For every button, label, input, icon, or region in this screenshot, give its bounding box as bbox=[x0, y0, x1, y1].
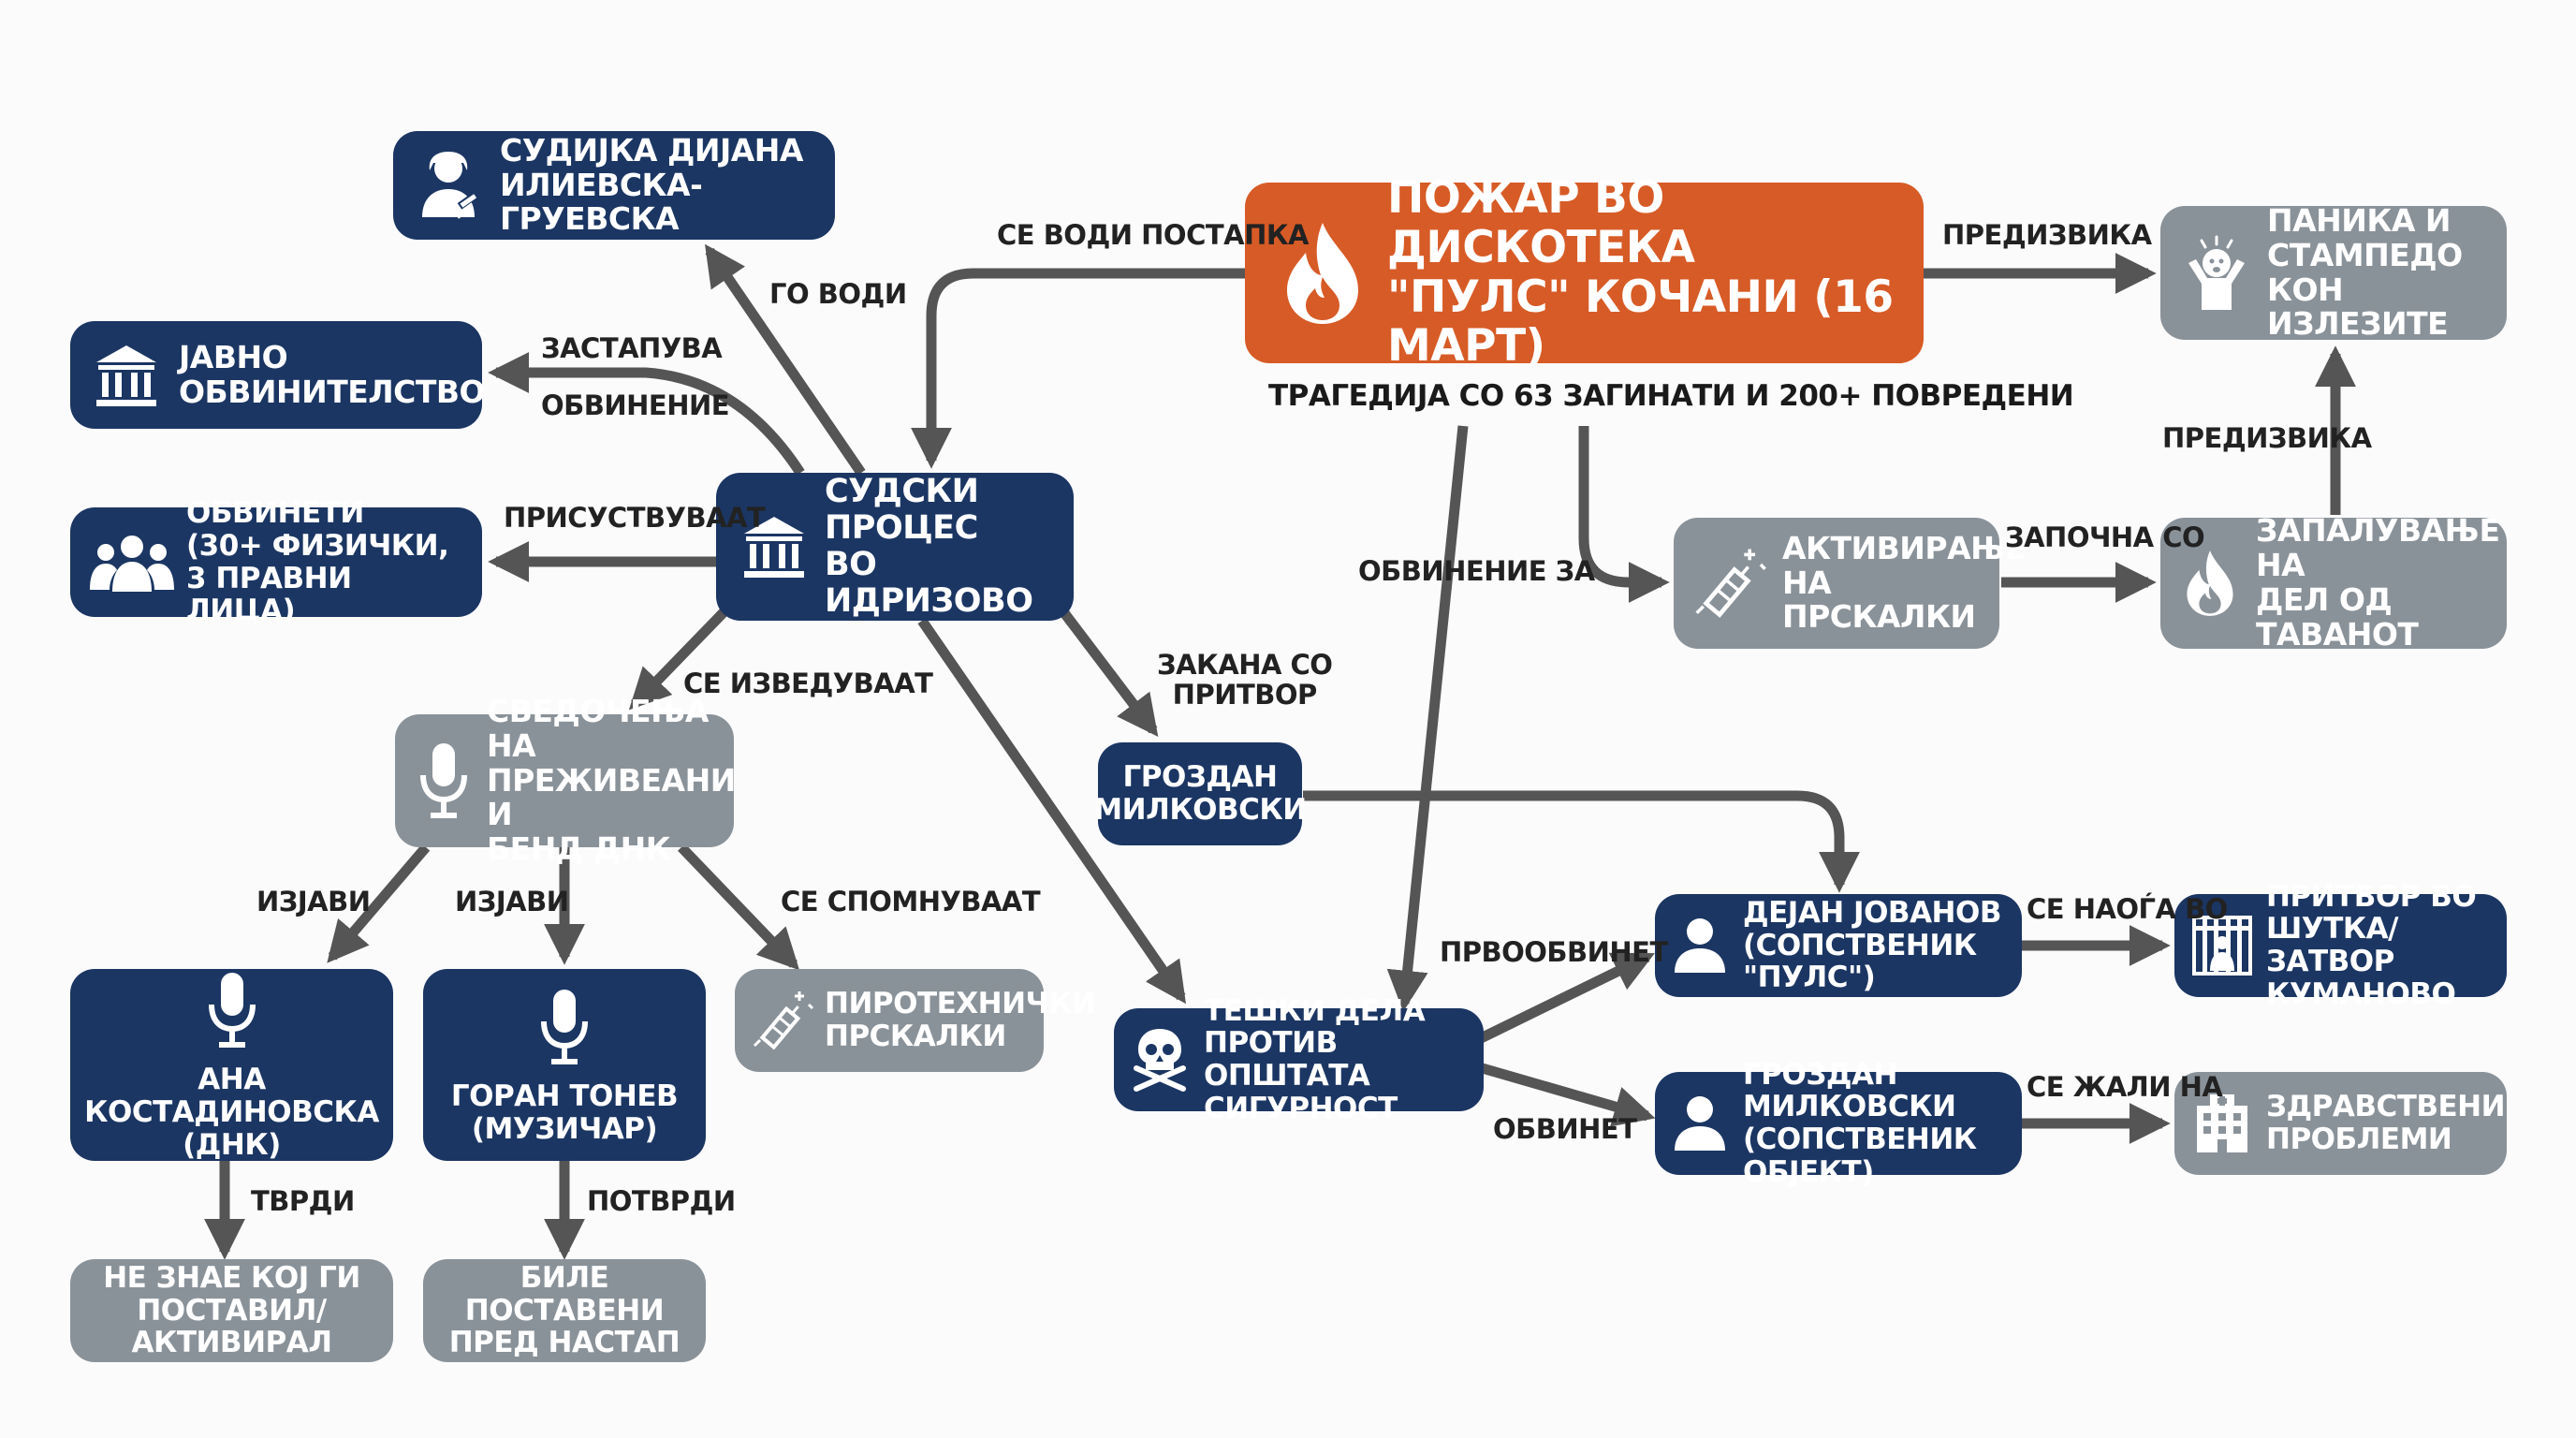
edge-label-obvinenie: ОБВИНЕНИЕ bbox=[541, 389, 730, 421]
trial-label: СУДСКИ ПРОЦЕС ВО ИДРИЗОВО bbox=[825, 472, 1033, 621]
edge-label-prisustvuvaat: ПРИСУСТВУВААТ bbox=[504, 502, 766, 534]
edge-fire-trial bbox=[911, 268, 1245, 469]
person-icon bbox=[1670, 1091, 1730, 1156]
judge-icon bbox=[412, 148, 489, 223]
edge-trial-crimes bbox=[917, 617, 1186, 1005]
pyro-fireworks-label: ПИРОТЕХНИЧКИ ПРСКАЛКИ bbox=[825, 987, 1096, 1053]
edge-label-zastapuva: ЗАСТАПУВА bbox=[541, 332, 723, 364]
edge-testimonies-ana bbox=[327, 844, 431, 963]
crimes-node: ТЕШКИ ДЕЛА ПРОТИВ ОПШТАТА СИГУРНОСТ bbox=[1114, 994, 1484, 1124]
jail-icon bbox=[2189, 911, 2255, 980]
fire-title-line1: ПОЖАР ВО ДИСКОТЕКА bbox=[1387, 172, 1695, 273]
accused-node: ОБВИНЕТИ (30+ ФИЗИЧКИ, 3 ПРАВНИ ЛИЦА) bbox=[70, 497, 482, 627]
grozdan-detention-label: ГРОЗДАН МИЛКОВСКИ bbox=[1093, 760, 1307, 827]
not-know-label: НЕ ЗНАЕ КОЈ ГИ ПОСТАВИЛ/АКТИВИРАЛ bbox=[103, 1260, 360, 1360]
grozdan-owner-node: ГРОЗДАН МИЛКОВСКИ (СОПСТВЕНИК ОБЈЕКТ) bbox=[1655, 1058, 2022, 1188]
firework-icon bbox=[1690, 541, 1769, 625]
prosecution-label: ЈАВНО ОБВИНИТЕЛСТВО bbox=[179, 338, 486, 410]
activation-node: АКТИВИРАЊЕ НА ПРСКАЛКИ bbox=[1674, 518, 2026, 649]
not-know-node: НЕ ЗНАЕ КОЈ ГИ ПОСТАВИЛ/АКТИВИРАЛ bbox=[70, 1259, 393, 1362]
activation-label: АКТИВИРАЊЕ НА ПРСКАЛКИ bbox=[1782, 529, 2026, 636]
fire-icon bbox=[1271, 217, 1374, 330]
prison-node: ПРИТВОР ВО ШУТКА/ЗАТВОР КУМАНОВО bbox=[2174, 880, 2507, 1010]
edge-label-obvinet: ОБВИНЕТ bbox=[1493, 1113, 1637, 1145]
person-icon bbox=[1670, 913, 1730, 978]
microphone-icon bbox=[414, 739, 474, 823]
edge-crimes-grozdan-owner bbox=[1477, 1062, 1656, 1127]
ana-label: АНА КОСТАДИНОВСКА (ДНК) bbox=[84, 1063, 379, 1162]
group-icon bbox=[89, 527, 175, 598]
judge-label: СУДИЈКА ДИЈАНА ИЛИЕВСКА-ГРУЕВСКА bbox=[500, 131, 803, 238]
firework-icon bbox=[750, 986, 815, 1055]
edge-crimes-dejan bbox=[1476, 952, 1655, 1044]
edge-label-zapochna-so: ЗАПОЧНА СО bbox=[2005, 521, 2205, 553]
edge-label-se-spomnuvaat: СЕ СПОМНУВААТ bbox=[781, 886, 1041, 917]
edge-label-izjavi-1: ИЗЈАВИ bbox=[256, 886, 371, 917]
prosecution-node: ЈАВНО ОБВИНИТЕЛСТВО bbox=[70, 321, 486, 429]
health-node: ЗДРАВСТВЕНИ ПРОБЛЕМИ bbox=[2174, 1072, 2507, 1175]
microphone-icon bbox=[204, 968, 260, 1052]
edge-label-se-naogja-vo: СЕ НАОЃА ВО bbox=[2027, 893, 2228, 925]
fire-icon bbox=[2177, 541, 2243, 625]
prison-label: ПРИТВОР ВО ШУТКА/ЗАТВОР КУМАНОВО bbox=[2266, 879, 2477, 1011]
panic-person-icon bbox=[2179, 231, 2254, 315]
edge-trial-grozdan bbox=[1058, 607, 1159, 738]
crimes-label: ТЕШКИ ДЕЛА ПРОТИВ ОПШТАТА СИГУРНОСТ bbox=[1204, 993, 1426, 1125]
judge-node: СУДИЈКА ДИЈАНА ИЛИЕВСКА-ГРУЕВСКА bbox=[393, 131, 835, 240]
grozdan-owner-label: ГРОЗДАН МИЛКОВСКИ (СОПСТВЕНИК ОБЈЕКТ) bbox=[1743, 1057, 1977, 1189]
placed-node: БИЛЕ ПОСТАВЕНИ ПРЕД НАСТАП bbox=[423, 1259, 706, 1362]
edge-label-predizvika-1: ПРЕДИЗВИКА bbox=[1942, 219, 2152, 251]
ignition-label: ЗАПАЛУВАЊЕ НА ДЕЛ ОД ТАВАНОТ bbox=[2256, 512, 2500, 653]
edge-label-se-izveduvaat: СЕ ИЗВЕДУВААТ bbox=[683, 668, 933, 699]
panic-label: ПАНИКА И СТАМПЕДО КОН ИЗЛЕЗИТЕ bbox=[2267, 201, 2463, 343]
dejan-node: ДЕЈАН ЈОВАНОВ (СОПСТВЕНИК "ПУЛС") bbox=[1655, 894, 2022, 997]
dejan-label: ДЕЈАН ЈОВАНОВ (СОПСТВЕНИК "ПУЛС") bbox=[1743, 895, 2001, 995]
edge-label-tvrdi: ТВРДИ bbox=[251, 1185, 355, 1217]
edge-label-se-zhali-na: СЕ ЖАЛИ НА bbox=[2027, 1071, 2223, 1103]
institution-icon bbox=[737, 511, 812, 582]
edge-label-obvinenie-za: ОБВИНЕНИЕ ЗА bbox=[1358, 555, 1595, 587]
grozdan-detention-node: ГРОЗДАН МИЛКОВСКИ bbox=[1093, 742, 1307, 845]
edge-fire-crimes bbox=[1386, 425, 1469, 1012]
edge-fire-activation bbox=[1578, 426, 1670, 603]
ignition-node: ЗАПАЛУВАЊЕ НА ДЕЛ ОД ТАВАНОТ bbox=[2160, 513, 2507, 652]
fire-title-line2: "ПУЛС" КОЧАНИ (16 МАРТ) bbox=[1387, 271, 1894, 373]
edge-label-go-vodi: ГО ВОДИ bbox=[769, 278, 907, 310]
edge-label-zakana-so-pritvor: ЗАКАНА СО ПРИТВОР bbox=[1157, 649, 1333, 712]
fire-subtitle: ТРАГЕДИЈА СО 63 ЗАГИНАТИ И 200+ ПОВРЕДЕН… bbox=[1268, 379, 2074, 413]
edge-label-se-vodi-postapka: СЕ ВОДИ ПОСТАПКА bbox=[997, 219, 1310, 251]
skull-crossbones-icon bbox=[1127, 1025, 1193, 1094]
edge-trial-judge bbox=[705, 243, 866, 477]
goran-label: ГОРАН ТОНЕВ (МУЗИЧАР) bbox=[450, 1078, 679, 1146]
fire-node: ПОЖАР ВО ДИСКОТЕКА "ПУЛС" КОЧАНИ (16 МАР… bbox=[1245, 173, 1924, 371]
edge-label-potvrdi: ПОТВРДИ bbox=[587, 1185, 736, 1217]
hospital-icon bbox=[2189, 1089, 2255, 1158]
pyro-fireworks-node: ПИРОТЕХНИЧКИ ПРСКАЛКИ bbox=[735, 969, 1096, 1072]
edge-grozdan-dejan bbox=[1303, 790, 1860, 893]
microphone-icon bbox=[536, 985, 593, 1069]
health-label: ЗДРАВСТВЕНИ ПРОБЛЕМИ bbox=[2266, 1090, 2506, 1156]
edge-label-izjavi-2: ИЗЈАВИ bbox=[455, 886, 569, 917]
accused-label: ОБВИНЕТИ (30+ ФИЗИЧКИ, 3 ПРАВНИ ЛИЦА) bbox=[186, 496, 449, 628]
panic-node: ПАНИКА И СТАМПЕДО КОН ИЗЛЕЗИТЕ bbox=[2160, 201, 2507, 343]
edge-label-prvoobvinet: ПРВООБВИНЕТ bbox=[1440, 936, 1668, 968]
testimonies-label: СВЕДОЧЕЊА НА ПРЕЖИВЕАНИ И БЕНД ДНК bbox=[487, 692, 736, 868]
trial-node: СУДСКИ ПРОЦЕС ВО ИДРИЗОВО bbox=[716, 473, 1074, 621]
placed-label: БИЛЕ ПОСТАВЕНИ ПРЕД НАСТАП bbox=[448, 1260, 681, 1360]
edge-trial-prosecution bbox=[488, 352, 805, 476]
goran-node: ГОРАН ТОНЕВ (МУЗИЧАР) bbox=[423, 969, 706, 1161]
edge-testimonies-pyro bbox=[678, 844, 800, 971]
institution-icon bbox=[89, 340, 164, 411]
edge-label-predizvika-2: ПРЕДИЗВИКА bbox=[2162, 422, 2372, 454]
ana-node: АНА КОСТАДИНОВСКА (ДНК) bbox=[70, 969, 393, 1161]
edge-trial-testimonies bbox=[628, 607, 729, 711]
testimonies-node: СВЕДОЧЕЊА НА ПРЕЖИВЕАНИ И БЕНД ДНК bbox=[395, 694, 736, 866]
